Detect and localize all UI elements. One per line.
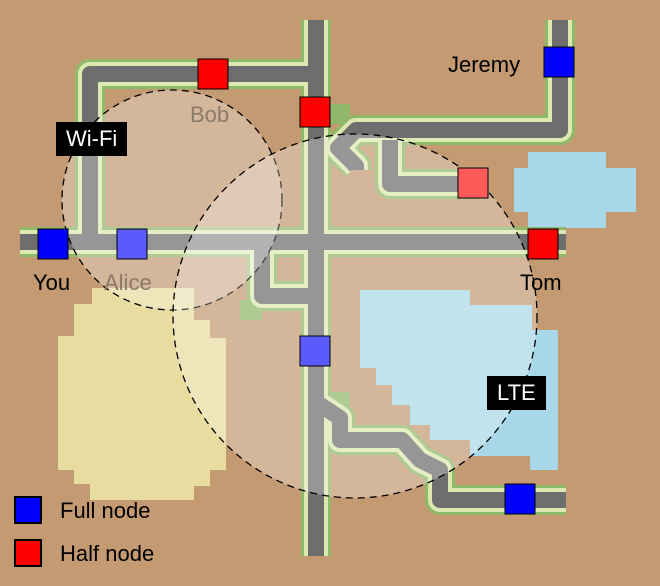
label-jeremy: Jeremy (448, 52, 521, 77)
node-you-full (37, 228, 69, 260)
legend-half-swatch (14, 539, 42, 567)
label-tom: Tom (520, 270, 562, 295)
sand-area (58, 288, 226, 500)
lte-coverage-circle (172, 133, 538, 499)
label-alice: Alice (104, 270, 152, 295)
node-top-half (197, 58, 229, 90)
wifi-badge: Wi-Fi (56, 122, 128, 156)
node-mid-half (299, 96, 331, 128)
node-alice-full (116, 228, 148, 260)
legend-half-label: Half node (60, 541, 155, 566)
label-bob: Bob (190, 102, 230, 127)
legend-full-swatch (14, 496, 42, 524)
node-tom-half (527, 228, 559, 260)
grass-patch (330, 104, 350, 124)
water-pond (514, 152, 636, 228)
legend-full-label: Full node (60, 498, 151, 523)
roads-asphalt (20, 20, 568, 556)
node-right-half (457, 167, 489, 199)
lte-badge: LTE (487, 376, 546, 410)
node-bottom-full (504, 483, 536, 515)
water-lake (360, 290, 558, 470)
node-jeremy-full (543, 46, 575, 78)
node-center-full (299, 335, 331, 367)
label-you: You (33, 270, 71, 295)
